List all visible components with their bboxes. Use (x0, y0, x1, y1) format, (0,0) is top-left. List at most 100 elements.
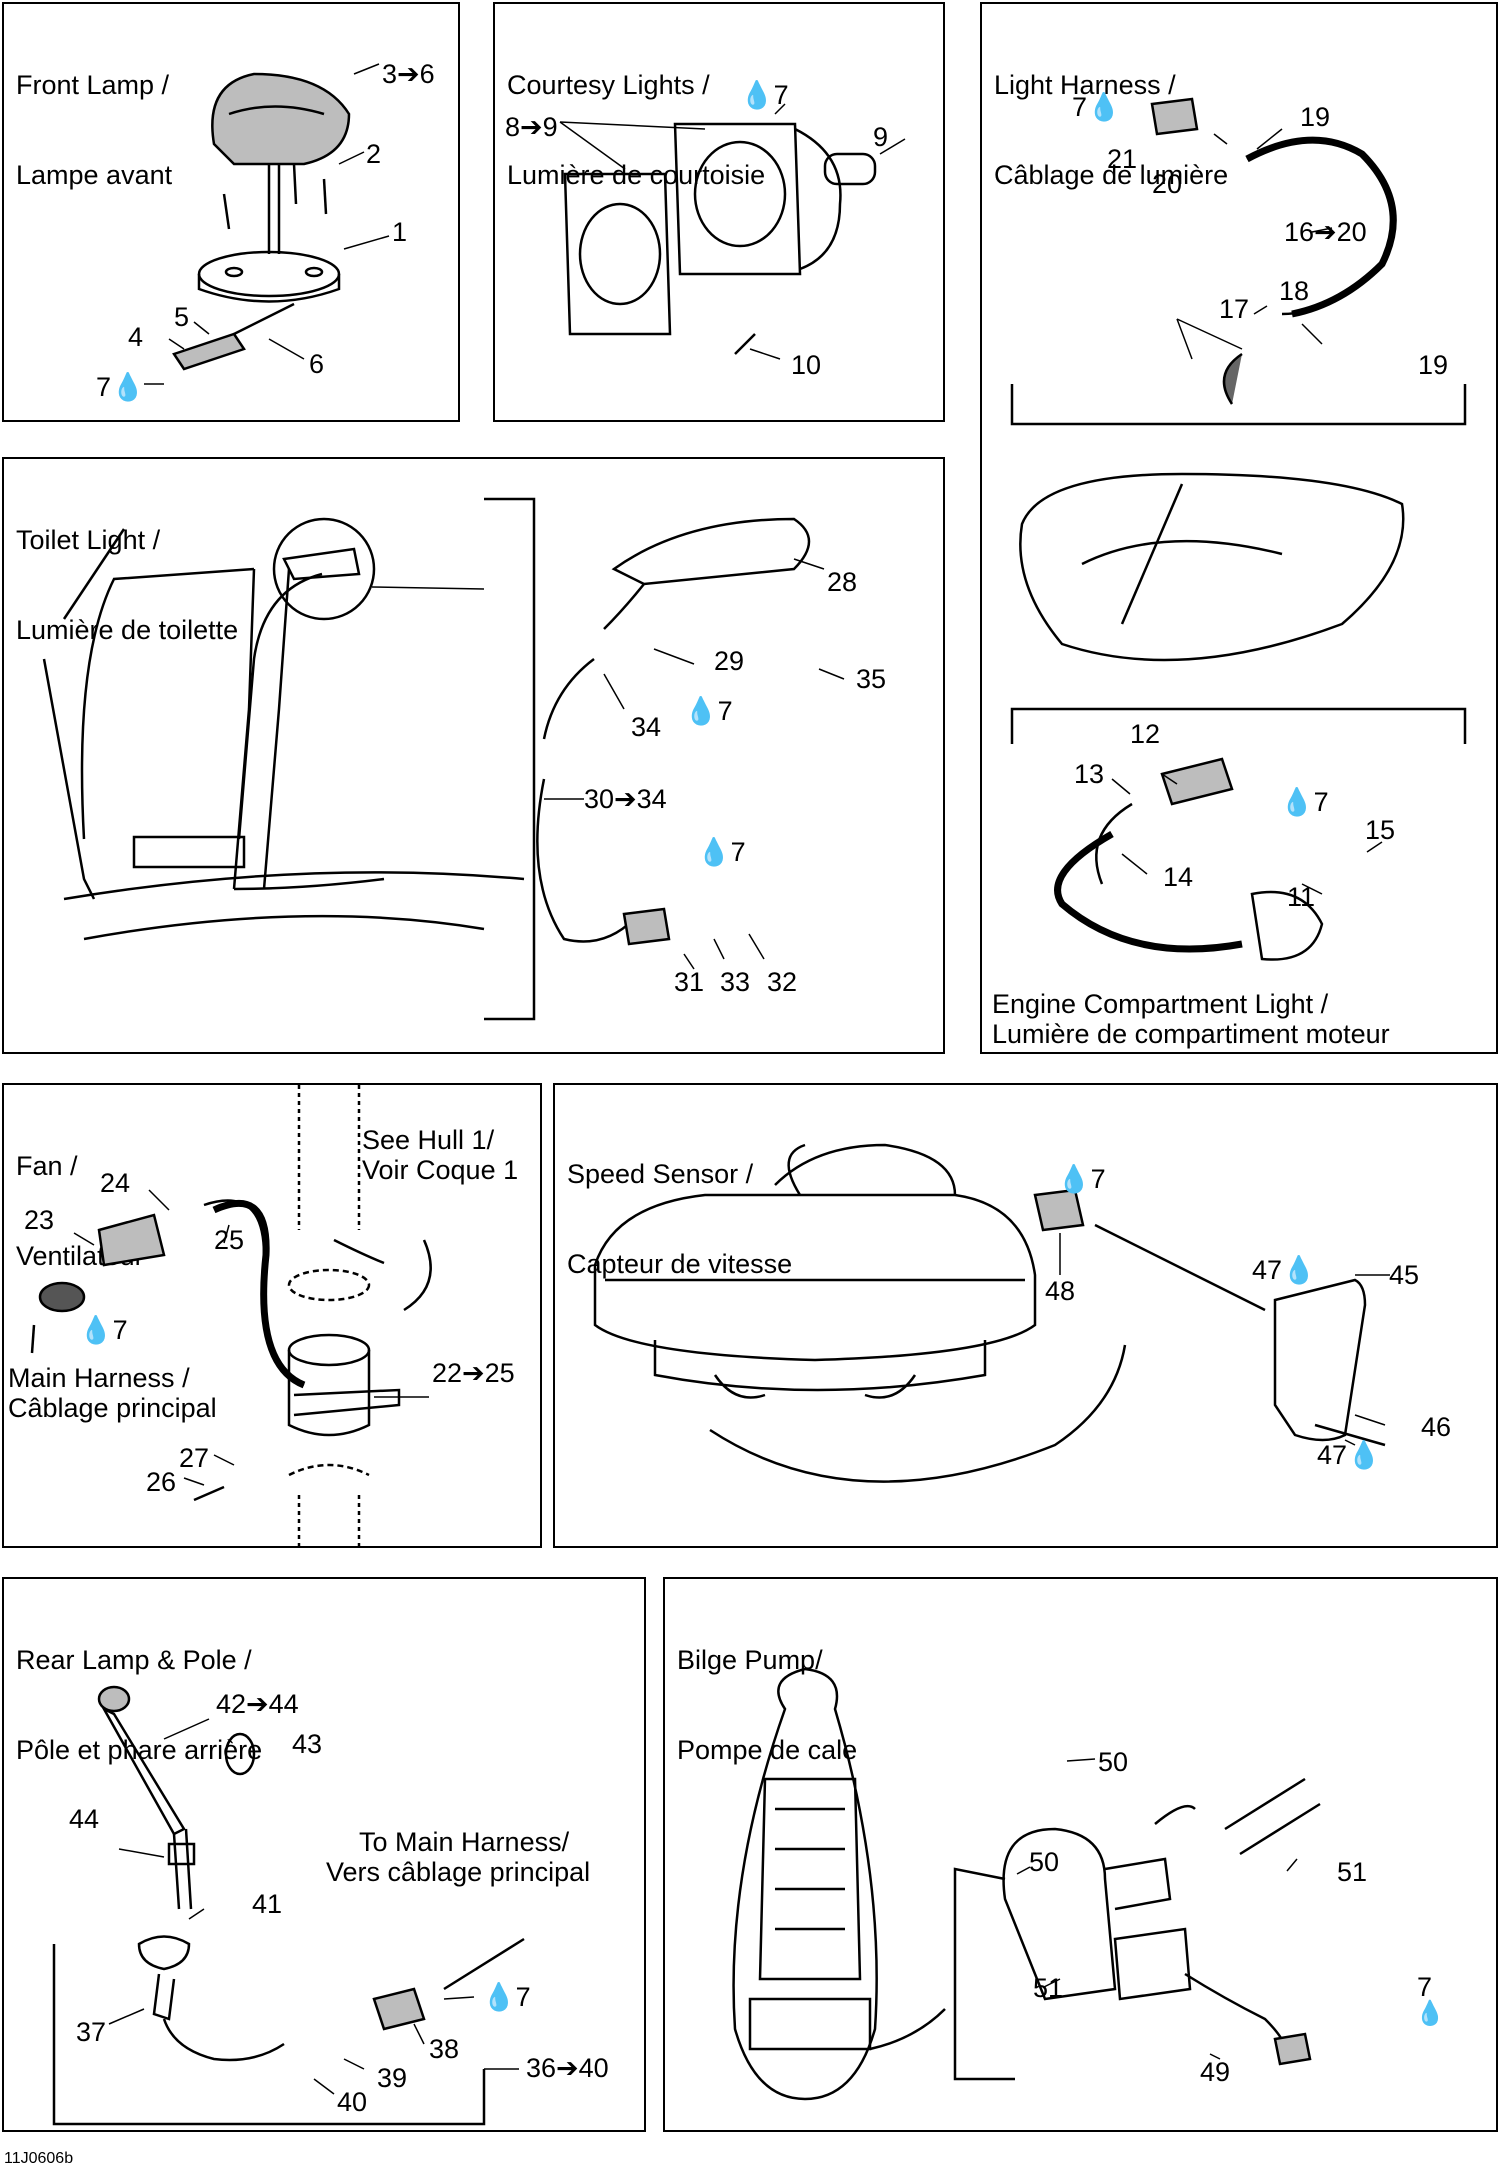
callout-7: 💧7 (482, 1982, 531, 2012)
callout-10: 10 (791, 350, 822, 380)
panel-front-lamp: Front Lamp / Lampe avant 3➔6 2 1 5 4 6 7… (2, 2, 460, 422)
sealant-drop-icon: 💧 (1057, 1164, 1091, 1194)
callout-33: 33 (720, 967, 751, 997)
callout-38: 38 (429, 2034, 460, 2064)
bilge-pump-drawing (732, 1667, 1321, 2101)
callout-7: 7💧 (1072, 92, 1121, 122)
callout-12: 12 (1130, 719, 1161, 749)
callout-42-44: 42➔44 (216, 1689, 299, 1719)
callout-8-9: 8➔9 (505, 112, 558, 142)
callout-16-20: 16➔20 (1284, 217, 1367, 247)
callout-50b: 50 (1029, 1847, 1060, 1877)
callout-7: 💧7 (740, 80, 789, 110)
panel-fan: Fan / Ventilateur See Hu (2, 1083, 542, 1550)
callout-44: 44 (69, 1804, 100, 1834)
callout-17: 17 (1219, 294, 1250, 324)
callout-35: 35 (856, 664, 887, 694)
rear-lamp-drawing (52, 1685, 525, 2126)
toilet-light-drawing (42, 497, 845, 1021)
sealant-drop-icon: 💧 (1347, 1440, 1381, 1470)
callout-4: 4 (128, 322, 144, 352)
callout-30-34: 30➔34 (584, 784, 667, 814)
callout-41: 41 (252, 1889, 283, 1919)
callout-51b: 51 (1033, 1973, 1064, 2003)
sealant-drop-icon: 💧 (697, 837, 731, 867)
panel-toilet-light: Toilet Light / Lumière de toilette (2, 457, 945, 1054)
sealant-drop-icon: 💧 (482, 1982, 516, 2012)
callout-39: 39 (377, 2063, 408, 2093)
front-lamp-drawing (144, 63, 390, 385)
callout-13: 13 (1074, 759, 1105, 789)
callout-19: 19 (1300, 102, 1331, 132)
callout-15: 15 (1365, 815, 1396, 845)
panel-speed-sensor: Speed Sensor / Capteur de vitesse 💧7 47💧… (553, 1083, 1498, 1548)
callout-7b: 💧7 (697, 837, 746, 867)
panel-title: Speed Sensor / Capteur de vitesse (567, 1159, 793, 1279)
callout-18: 18 (1279, 276, 1310, 306)
callout-27: 27 (179, 1443, 210, 1473)
panel-light-harness: Light Harness / Câblage de lumière (980, 2, 1498, 1054)
callout-51: 51 (1337, 1857, 1368, 1887)
callout-7: 💧7 (1057, 1164, 1106, 1194)
speed-sensor-drawing (593, 1143, 1390, 1483)
callout-19b: 19 (1418, 350, 1449, 380)
callout-47b: 47💧 (1317, 1440, 1381, 1470)
sealant-drop-icon: 💧 (1282, 1255, 1316, 1285)
callout-9: 9 (873, 122, 889, 152)
main-harness-note: Main Harness / Câblage principal (8, 1363, 217, 1423)
callout-7: 7 (1417, 1972, 1433, 2002)
engine-compartment-title: Engine Compartment Light / Lumière de co… (992, 989, 1390, 1049)
callout-23: 23 (24, 1205, 55, 1235)
callout-50: 50 (1098, 1747, 1129, 1777)
callout-46: 46 (1421, 1412, 1452, 1442)
callout-6: 6 (309, 349, 325, 379)
to-main-harness-note: To Main Harness/ (359, 1827, 570, 1857)
callout-37: 37 (76, 2017, 107, 2047)
callout-25: 25 (214, 1225, 245, 1255)
callout-7: 💧7 (684, 696, 733, 726)
sealant-drop-icon: 💧 (111, 372, 145, 402)
callout-31: 31 (674, 967, 705, 997)
callout-3-6: 3➔6 (382, 59, 435, 89)
sealant-drop-icon: 💧 (740, 80, 774, 110)
callout-21: 21 (1107, 144, 1138, 174)
callout-49: 49 (1200, 2057, 1231, 2087)
figure-reference: 11J0606b (4, 2150, 74, 2167)
panel-title: Toilet Light / Lumière de toilette (16, 525, 239, 645)
callout-32: 32 (767, 967, 798, 997)
callout-7b: 💧7 (1280, 787, 1329, 817)
see-hull-note: See Hull 1/ Voir Coque 1 (362, 1125, 519, 1185)
callout-45: 45 (1389, 1260, 1420, 1290)
panel-title: Light Harness / Câblage de lumière (994, 70, 1229, 190)
sealant-drop-icon: 💧 (79, 1315, 113, 1345)
callout-29: 29 (714, 646, 745, 676)
callout-43: 43 (292, 1729, 323, 1759)
callout-11: 11 (1287, 882, 1316, 912)
panel-title: Bilge Pump/ Pompe de cale (677, 1645, 858, 1765)
callout-26: 26 (146, 1467, 177, 1497)
callout-48: 48 (1045, 1276, 1076, 1306)
callout-47: 47💧 (1252, 1255, 1316, 1285)
callout-22-25: 22➔25 (432, 1358, 515, 1388)
callout-36-40: 36➔40 (526, 2053, 609, 2083)
callout-7: 💧7 (79, 1315, 128, 1345)
callout-34: 34 (631, 712, 662, 742)
callout-7: 7💧 (96, 372, 145, 402)
to-main-harness-note-fr: Vers câblage principal (326, 1857, 591, 1887)
callout-5: 5 (174, 302, 190, 332)
sealant-drop-icon: 💧 (1280, 787, 1314, 817)
light-harness-drawing (1010, 97, 1467, 961)
panel-courtesy-lights: Courtesy Lights / Lumière de courtoisie … (493, 2, 945, 422)
sealant-drop-icon: 💧 (684, 696, 718, 726)
panel-bilge-pump: Bilge Pump/ Pompe de cale 50 50 51 51 7 … (663, 1577, 1498, 2132)
fan-drawing (30, 1085, 432, 1550)
callout-24: 24 (100, 1168, 131, 1198)
sealant-drop-icon: 💧 (1415, 2000, 1445, 2027)
courtesy-lights-drawing (559, 103, 906, 360)
callout-14: 14 (1163, 862, 1194, 892)
panel-rear-lamp: Rear Lamp & Pole / Pôle et phare arrière… (2, 1577, 646, 2132)
panel-title: Front Lamp / Lampe avant (16, 70, 173, 190)
callout-28: 28 (827, 567, 858, 597)
callout-40: 40 (337, 2087, 368, 2117)
callout-20: 20 (1152, 169, 1183, 199)
